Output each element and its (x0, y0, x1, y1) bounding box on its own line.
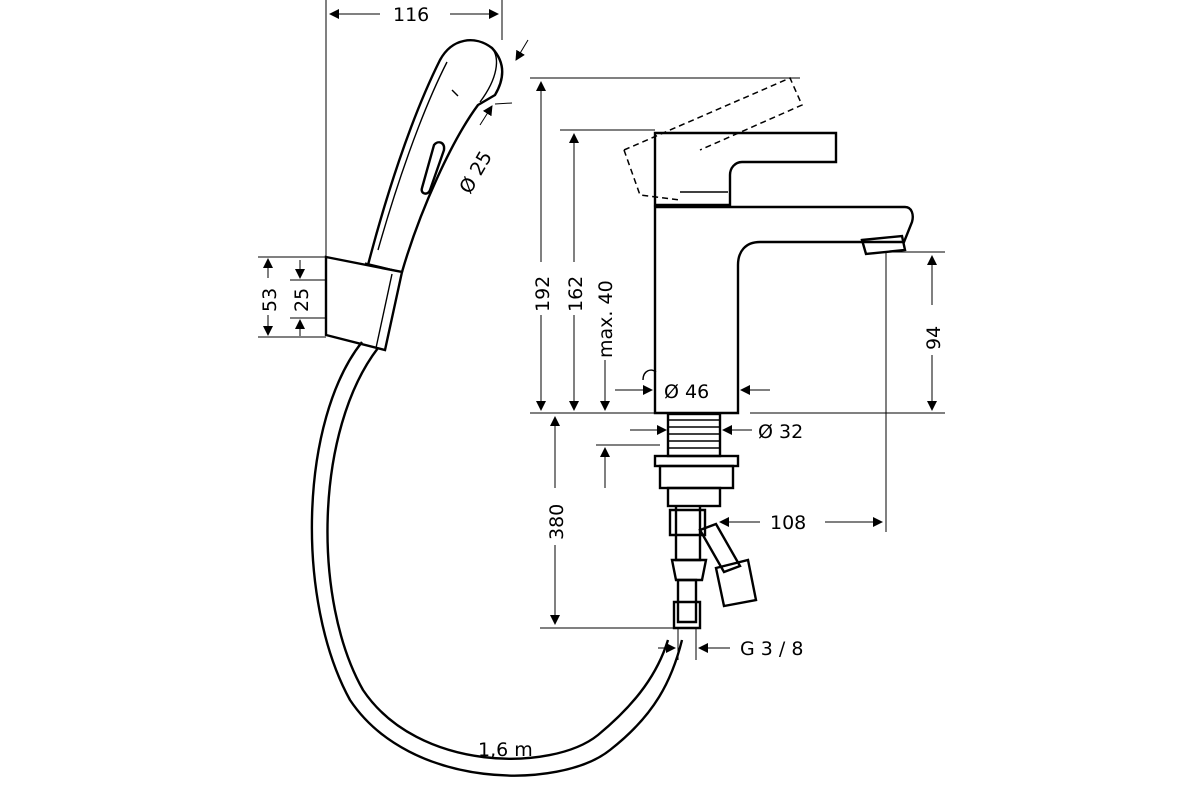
label-hose-length: 1,6 m (478, 739, 533, 761)
label-380: 380 (546, 504, 568, 540)
hose (310, 341, 684, 777)
label-g-3-8: G 3 / 8 (740, 638, 803, 660)
label-116: 116 (393, 4, 429, 26)
label-diameter-32: Ø 32 (758, 421, 803, 443)
dimension-labels: 116 Ø 25 53 25 192 162 max. 40 Ø 46 Ø 32… (259, 4, 945, 761)
label-192: 192 (532, 276, 554, 312)
hand-shower (324, 39, 504, 352)
label-108: 108 (770, 512, 806, 534)
label-53: 53 (259, 288, 281, 312)
label-25: 25 (291, 288, 313, 312)
basin-mixer (623, 77, 914, 630)
dimension-lines (258, 0, 945, 660)
label-max-40: max. 40 (595, 280, 617, 358)
label-94: 94 (923, 326, 945, 350)
label-162: 162 (565, 276, 587, 312)
label-diameter-25: Ø 25 (455, 147, 497, 197)
label-diameter-46: Ø 46 (664, 381, 709, 403)
